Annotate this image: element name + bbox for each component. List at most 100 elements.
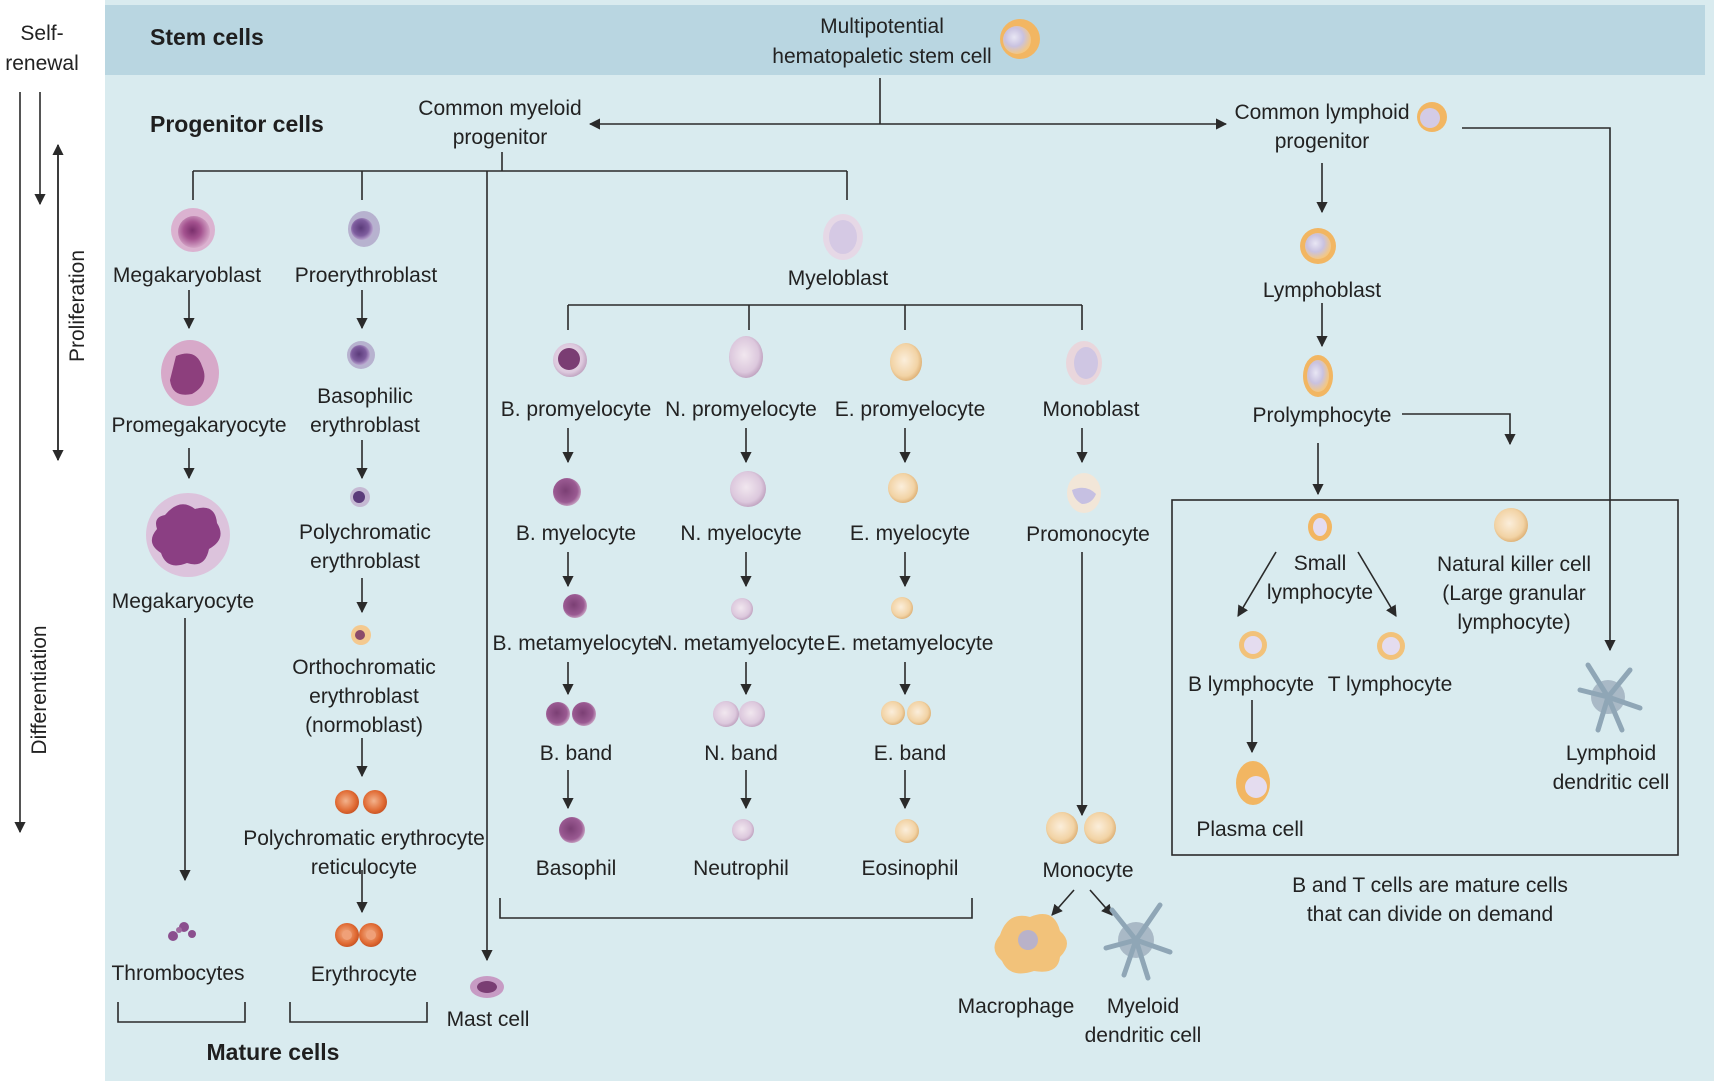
b-promyelocyte-icon	[553, 343, 587, 377]
polychromatic-erythrocyte-icon	[335, 790, 387, 814]
myeloblast-icon	[823, 214, 863, 260]
t-lymphocyte-icon	[1377, 632, 1405, 660]
cells	[146, 19, 1643, 998]
small-lymphocyte-icon	[1308, 513, 1332, 541]
erythrocyte-icon	[335, 923, 383, 947]
lymphoid-dendritic-label-2: dendritic cell	[1553, 771, 1670, 794]
n-metamyelocyte-label: N. metamyelocyte	[657, 632, 825, 655]
erythrocyte-label: Erythrocyte	[311, 963, 417, 986]
monoblast-icon	[1066, 341, 1102, 385]
promonocyte-icon	[1067, 473, 1101, 513]
e-myelocyte-label: E. myelocyte	[850, 522, 970, 545]
n-myelocyte-label: N. myelocyte	[680, 522, 801, 545]
neutrophil-label: Neutrophil	[693, 857, 789, 880]
neutrophil-icon	[732, 819, 754, 841]
stem-label-2: hematopaletic stem cell	[772, 45, 991, 68]
proerythroblast-icon	[348, 211, 380, 247]
orthochromatic-label-2: erythroblast	[309, 685, 419, 708]
b-lymphocyte-icon	[1239, 631, 1267, 659]
b-band-label: B. band	[540, 742, 612, 765]
b-lymphocyte-label: B lymphocyte	[1188, 673, 1314, 696]
lymphoid-progenitor-label-1: Common lymphoid	[1234, 101, 1409, 124]
nk-cell-icon	[1494, 508, 1528, 542]
bt-cells-note-1: B and T cells are mature cells	[1292, 874, 1568, 897]
connectors	[117, 78, 1679, 1023]
megakaryoblast-icon	[171, 208, 215, 252]
myeloid-dendritic-label-2: dendritic cell	[1085, 1024, 1202, 1047]
b-metamyelocyte-label: B. metamyelocyte	[493, 632, 660, 655]
basophilic-erythroblast-label-1: Basophilic	[317, 385, 413, 408]
polychromatic-erythroblast-label-2: erythroblast	[310, 550, 420, 573]
prolymphocyte-label: Prolymphocyte	[1253, 404, 1392, 427]
e-myelocyte-icon	[888, 473, 918, 503]
monocyte-label: Monocyte	[1042, 859, 1133, 882]
n-myelocyte-icon	[730, 471, 766, 507]
stem-cells-band	[105, 5, 1705, 75]
mature-cells-header: Mature cells	[207, 1039, 340, 1065]
basophilic-erythroblast-icon	[347, 341, 375, 369]
proliferation-label: Proliferation	[66, 250, 89, 362]
mast-cell-label: Mast cell	[447, 1008, 530, 1031]
plasma-cell-icon	[1236, 761, 1270, 805]
small-lymphocyte-label-2: lymphocyte	[1267, 581, 1373, 604]
n-promyelocyte-label: N. promyelocyte	[665, 398, 817, 421]
n-promyelocyte-icon	[729, 336, 763, 378]
basophil-icon	[559, 817, 585, 843]
megakaryocyte-label: Megakaryocyte	[112, 590, 254, 613]
nk-cell-label-1: Natural killer cell	[1437, 553, 1591, 576]
nk-cell-label-2: (Large granular	[1442, 582, 1586, 605]
lymphoblast-label: Lymphoblast	[1263, 279, 1381, 302]
orthochromatic-label-1: Orthochromatic	[292, 656, 436, 679]
b-myelocyte-label: B. myelocyte	[516, 522, 636, 545]
megakaryoblast-label: Megakaryoblast	[113, 264, 261, 287]
differentiation-label: Differentiation	[28, 625, 51, 754]
lymphoblast-icon	[1300, 228, 1336, 264]
polychromatic-erythrocyte-label-2: reticulocyte	[311, 856, 417, 879]
basophilic-erythroblast-label-2: erythroblast	[310, 414, 420, 437]
stem-cell-icon	[1000, 19, 1040, 59]
myeloid-dendritic-icon	[1103, 902, 1173, 981]
myeloblast-label: Myeloblast	[788, 267, 889, 290]
eosinophil-label: Eosinophil	[862, 857, 959, 880]
prolymphocyte-icon	[1303, 355, 1333, 397]
labels: Multipotential hematopaletic stem cell C…	[111, 15, 1669, 1047]
polychromatic-erythroblast-label-1: Polychromatic	[299, 521, 431, 544]
promegakaryocyte-label: Promegakaryocyte	[111, 414, 286, 437]
bt-cells-note-2: that can divide on demand	[1307, 903, 1553, 926]
t-lymphocyte-label: T lymphocyte	[1328, 673, 1453, 696]
diagram-panel	[105, 0, 1714, 1081]
orthochromatic-label-3: (normoblast)	[305, 714, 423, 737]
e-promyelocyte-icon	[890, 343, 922, 381]
n-metamyelocyte-icon	[731, 598, 753, 620]
n-band-icon	[713, 701, 765, 727]
mast-cell-icon	[470, 976, 504, 998]
b-myelocyte-icon	[553, 478, 581, 506]
nk-cell-label-3: lymphocyte)	[1457, 611, 1570, 634]
macrophage-label: Macrophage	[958, 995, 1075, 1018]
side-axis-arrows	[14, 92, 64, 834]
e-band-icon	[881, 701, 931, 725]
lymphoid-dendritic-label-1: Lymphoid	[1566, 742, 1656, 765]
lymphoid-progenitor-label-2: progenitor	[1275, 130, 1370, 153]
lymphoid-dendritic-icon	[1577, 662, 1643, 733]
small-lymphocyte-label-1: Small	[1294, 552, 1347, 575]
eosinophil-icon	[895, 819, 919, 843]
macrophage-icon	[994, 914, 1067, 974]
monocyte-icon	[1046, 812, 1116, 844]
e-promyelocyte-label: E. promyelocyte	[835, 398, 986, 421]
proerythroblast-label: Proerythroblast	[295, 264, 438, 287]
b-metamyelocyte-icon	[563, 594, 587, 618]
e-band-label: E. band	[874, 742, 946, 765]
promegakaryocyte-icon	[161, 340, 219, 406]
n-band-label: N. band	[704, 742, 778, 765]
stem-cells-header: Stem cells	[150, 24, 264, 50]
lymphoid-progenitor-icon	[1417, 102, 1447, 132]
thrombocytes-label: Thrombocytes	[111, 962, 244, 985]
promonocyte-label: Promonocyte	[1026, 523, 1150, 546]
progenitor-cells-header: Progenitor cells	[150, 111, 324, 137]
thrombocytes-icon	[168, 922, 196, 941]
basophil-label: Basophil	[536, 857, 617, 880]
monoblast-label: Monoblast	[1043, 398, 1140, 421]
